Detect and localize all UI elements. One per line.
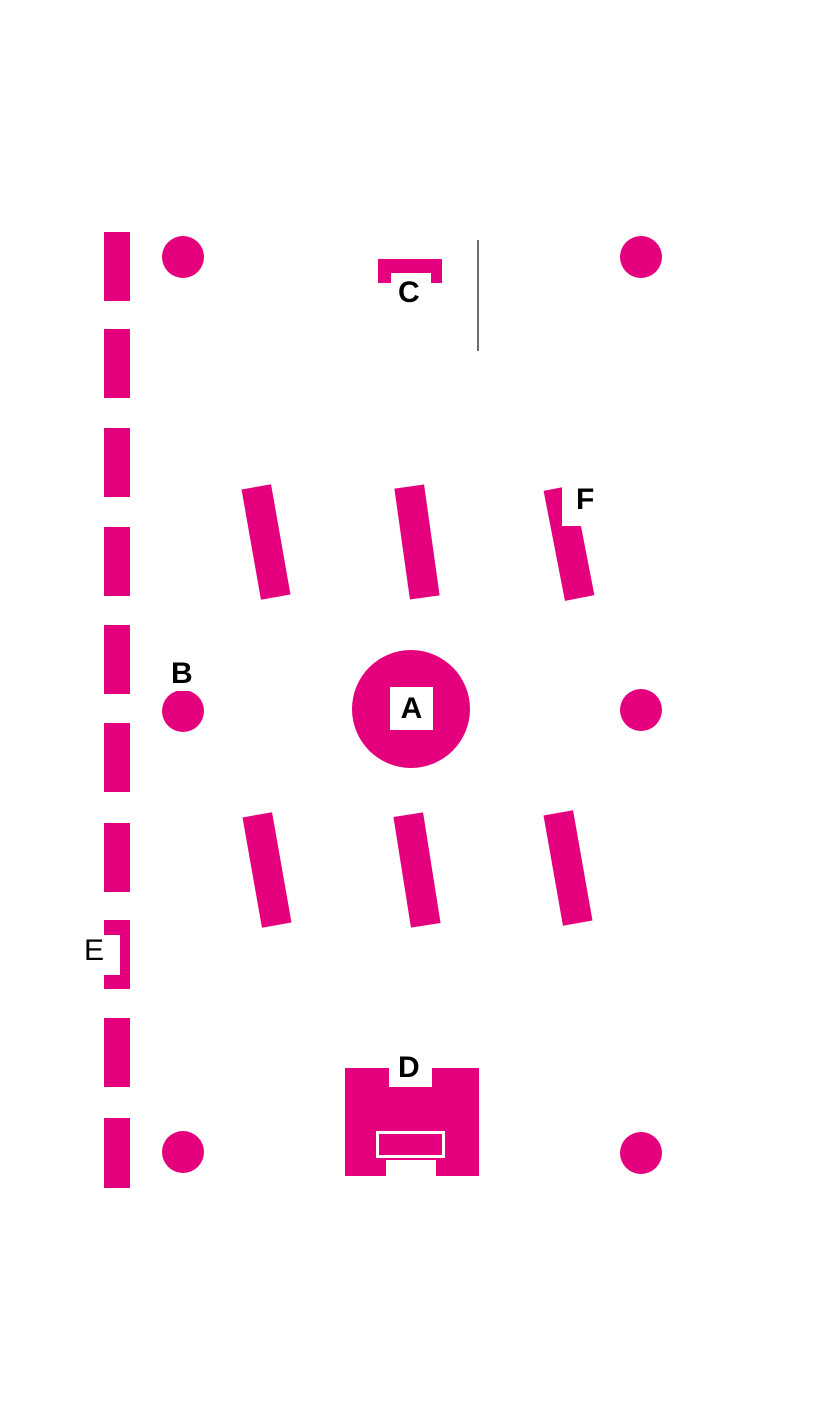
dashed-wall-segment xyxy=(104,823,130,892)
marker-label-d: D xyxy=(398,1051,420,1084)
dashed-wall-segment xyxy=(104,1018,130,1087)
bracket-c-notch xyxy=(391,273,431,283)
marker-label-e: E xyxy=(84,934,105,967)
marker-label-c: C xyxy=(398,276,420,309)
dashed-wall-segment xyxy=(104,527,130,596)
dashed-wall-segment xyxy=(104,1118,130,1188)
reference-line xyxy=(477,240,479,351)
tilted-bar xyxy=(241,484,291,600)
marker-label-a: A xyxy=(390,687,433,730)
building-d-bottom-notch xyxy=(386,1160,436,1176)
dot-mid-left-b xyxy=(162,690,204,732)
tilted-bar xyxy=(393,812,441,928)
building-d-inner-rect xyxy=(376,1131,445,1158)
dot-top-left xyxy=(162,236,204,278)
dashed-wall-segment xyxy=(104,723,130,792)
dashed-wall-segment xyxy=(104,625,130,694)
tilted-bar xyxy=(242,812,292,928)
dot-mid-right xyxy=(620,689,662,731)
dashed-wall-segment xyxy=(104,329,130,398)
dashed-wall-segment xyxy=(104,232,130,301)
label-bg-f xyxy=(562,484,584,526)
dot-bottom-right xyxy=(620,1132,662,1174)
dot-top-right xyxy=(620,236,662,278)
dot-bottom-left xyxy=(162,1131,204,1173)
marker-label-f: F xyxy=(576,483,595,516)
building-d-top-notch xyxy=(389,1068,432,1087)
marker-label-b: B xyxy=(171,657,193,690)
tilted-bar xyxy=(543,810,593,926)
label-bg-e xyxy=(84,935,120,975)
label-bg-b xyxy=(168,658,194,691)
tilted-bar xyxy=(394,484,440,600)
dashed-wall-segment xyxy=(104,428,130,497)
